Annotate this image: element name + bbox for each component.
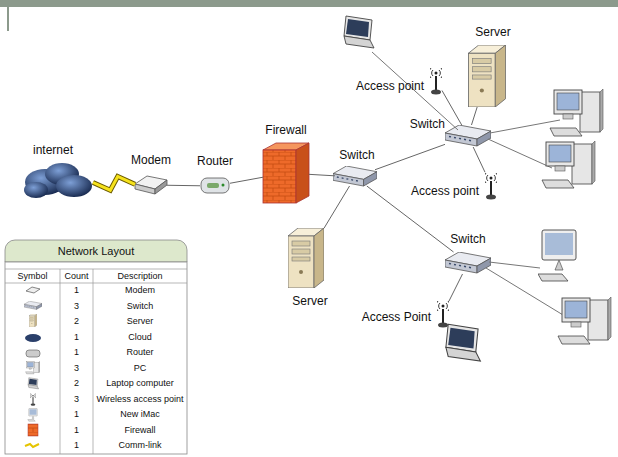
comm-link xyxy=(93,177,135,191)
network-link xyxy=(309,174,335,176)
device-label: Firewall xyxy=(265,123,306,137)
cloud-icon xyxy=(24,163,92,198)
legend-text: Wireless access point xyxy=(93,393,187,406)
column-header: Description xyxy=(93,270,187,283)
device-node: internet xyxy=(25,163,93,199)
legend-text: Comm-link xyxy=(93,439,187,452)
table-cell: 2 xyxy=(60,315,93,328)
device-node: Router xyxy=(200,176,230,196)
legend-text: Firewall xyxy=(93,424,187,437)
legend-text: Cloud xyxy=(93,331,187,344)
device-label: Access point xyxy=(356,79,424,93)
legend-text: Laptop computer xyxy=(93,377,187,390)
device-node: Switch xyxy=(335,168,375,186)
network-link xyxy=(230,177,263,183)
device-label: internet xyxy=(33,143,73,157)
legend-title: Network Layout xyxy=(5,245,187,258)
laptop-icon xyxy=(446,324,481,361)
device-label: Access Point xyxy=(362,310,431,324)
legend-table xyxy=(5,240,187,454)
device-label: Server xyxy=(475,25,510,39)
pc-icon xyxy=(558,297,611,344)
device-label: Server xyxy=(292,294,327,308)
device-node: Switch xyxy=(445,125,491,147)
firewall-icon xyxy=(263,143,309,203)
imac-icon xyxy=(538,230,576,281)
device-node: Server xyxy=(468,45,506,107)
switch-icon xyxy=(333,166,377,186)
table-cell: 1 xyxy=(60,408,93,421)
table-cell: 1 xyxy=(60,424,93,437)
table-cell: 1 xyxy=(60,331,93,344)
server-icon xyxy=(288,228,324,288)
access-point-icon xyxy=(429,68,443,95)
table-cell: 1 xyxy=(60,346,93,359)
legend-text: Switch xyxy=(93,300,187,313)
device-node: Access point xyxy=(485,170,497,200)
table-cell: 2 xyxy=(60,377,93,390)
device-label: Switch xyxy=(410,117,445,131)
network-link xyxy=(167,185,200,187)
network-link xyxy=(375,144,445,169)
legend-text: Server xyxy=(93,315,187,328)
device-node: Modem xyxy=(135,175,167,195)
switch-icon xyxy=(445,125,491,146)
pc-icon xyxy=(550,89,603,136)
device-node: Server xyxy=(288,228,324,288)
server-icon xyxy=(468,45,505,107)
table-cell: 3 xyxy=(60,300,93,313)
table-cell: 1 xyxy=(60,439,93,452)
legend-text: Router xyxy=(93,346,187,359)
table-cell: 3 xyxy=(60,393,93,406)
device-label: Switch xyxy=(450,232,485,246)
device-label: Switch xyxy=(339,148,374,162)
device-node: Switch xyxy=(445,252,491,274)
pc-icon xyxy=(542,141,595,188)
legend-symbol xyxy=(24,287,42,447)
modem-icon xyxy=(135,176,167,194)
table-cell: 1 xyxy=(60,284,93,297)
column-header: Count xyxy=(60,270,93,283)
column-header: Symbol xyxy=(5,270,60,283)
legend-text: Modem xyxy=(93,284,187,297)
device-node: Access point xyxy=(430,65,442,95)
access-point-icon xyxy=(484,173,498,200)
legend-text: New iMac xyxy=(93,408,187,421)
device-node: Access Point xyxy=(437,298,449,328)
network-link xyxy=(471,107,477,125)
network-link xyxy=(473,147,485,172)
device-node: Firewall xyxy=(263,143,309,203)
device-label: Router xyxy=(197,154,233,168)
laptop-icon xyxy=(344,16,374,48)
legend-text: PC xyxy=(93,362,187,375)
router-icon xyxy=(201,178,229,193)
network-link xyxy=(324,186,350,228)
access-point-icon xyxy=(436,301,450,328)
device-label: Access point xyxy=(411,184,479,198)
network-link xyxy=(449,274,463,301)
switch-icon xyxy=(445,252,491,273)
table-cell: 3 xyxy=(60,362,93,375)
device-label: Modem xyxy=(131,153,171,167)
